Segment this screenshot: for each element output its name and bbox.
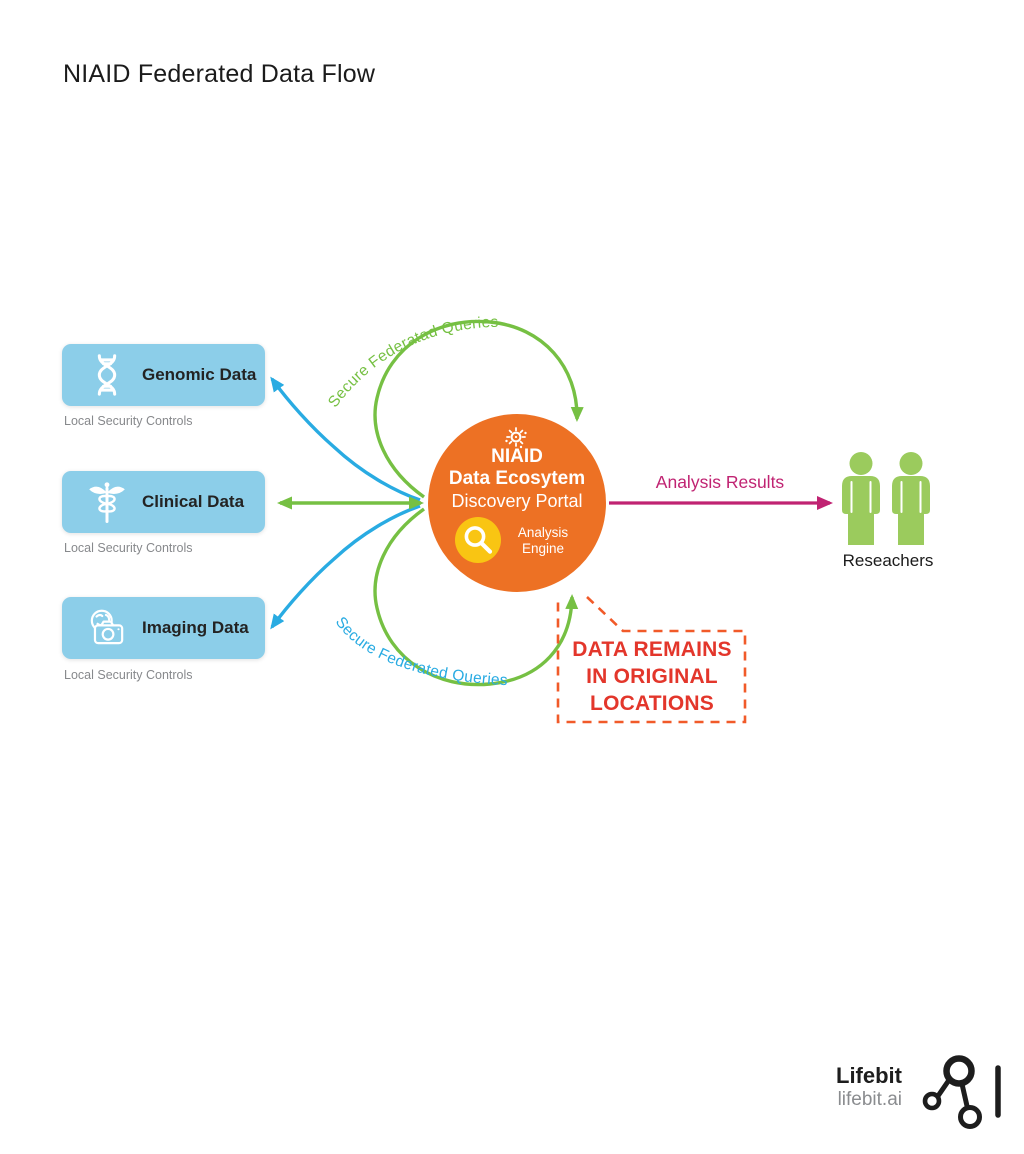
bottom-query-label: Secure Federated Queries [332,614,509,689]
engine-label-line2: Engine [521,540,565,556]
imaging-icon [90,609,124,645]
callout-line3: LOCATIONS [590,692,714,715]
brand-domain: lifebit.ai [837,1089,902,1110]
analysis-engine-circle [455,517,501,563]
genomic-security-note: Local Security Controls [64,414,193,428]
caduceus-icon [89,482,125,524]
genomic-data-box: Genomic Data [62,344,265,406]
callout-line2: IN ORIGINAL [586,665,718,688]
portal-title-line2: Data Ecosytem [448,468,586,489]
genomic-data-label: Genomic Data [142,365,257,384]
researchers-icon [842,452,930,545]
researchers-label: Reseachers [842,551,934,570]
imaging-data-label: Imaging Data [142,618,249,637]
data-remains-callout: DATA REMAINS IN ORIGINAL LOCATIONS [558,636,746,717]
clinical-data-box: Clinical Data [62,471,265,533]
portal-title-line3: Discovery Portal [451,491,583,511]
imaging-return-arrow [270,504,421,630]
callout-line1: DATA REMAINS [572,638,732,661]
lifebit-logo-icon [922,1055,1001,1129]
brand-name: Lifebit [836,1063,902,1088]
portal-title-line1: NIAID [491,446,543,467]
imaging-security-note: Local Security Controls [64,668,193,682]
page-title: NIAID Federated Data Flow [63,60,376,88]
genomic-return-arrow [270,376,421,502]
magnifier-icon [464,526,493,554]
engine-label-line1: Analysis [517,525,569,540]
person-icon [842,452,880,545]
clinical-security-note: Local Security Controls [64,541,193,555]
imaging-data-box: Imaging Data [62,597,265,659]
dna-icon [97,354,117,396]
analysis-engine-label: Analysis Engine [512,525,574,556]
person-icon [892,452,930,545]
clinical-data-label: Clinical Data [142,492,245,511]
analysis-results-label: Analysis Results [655,472,785,492]
top-query-label: Secure Federatad Queries [325,314,499,411]
